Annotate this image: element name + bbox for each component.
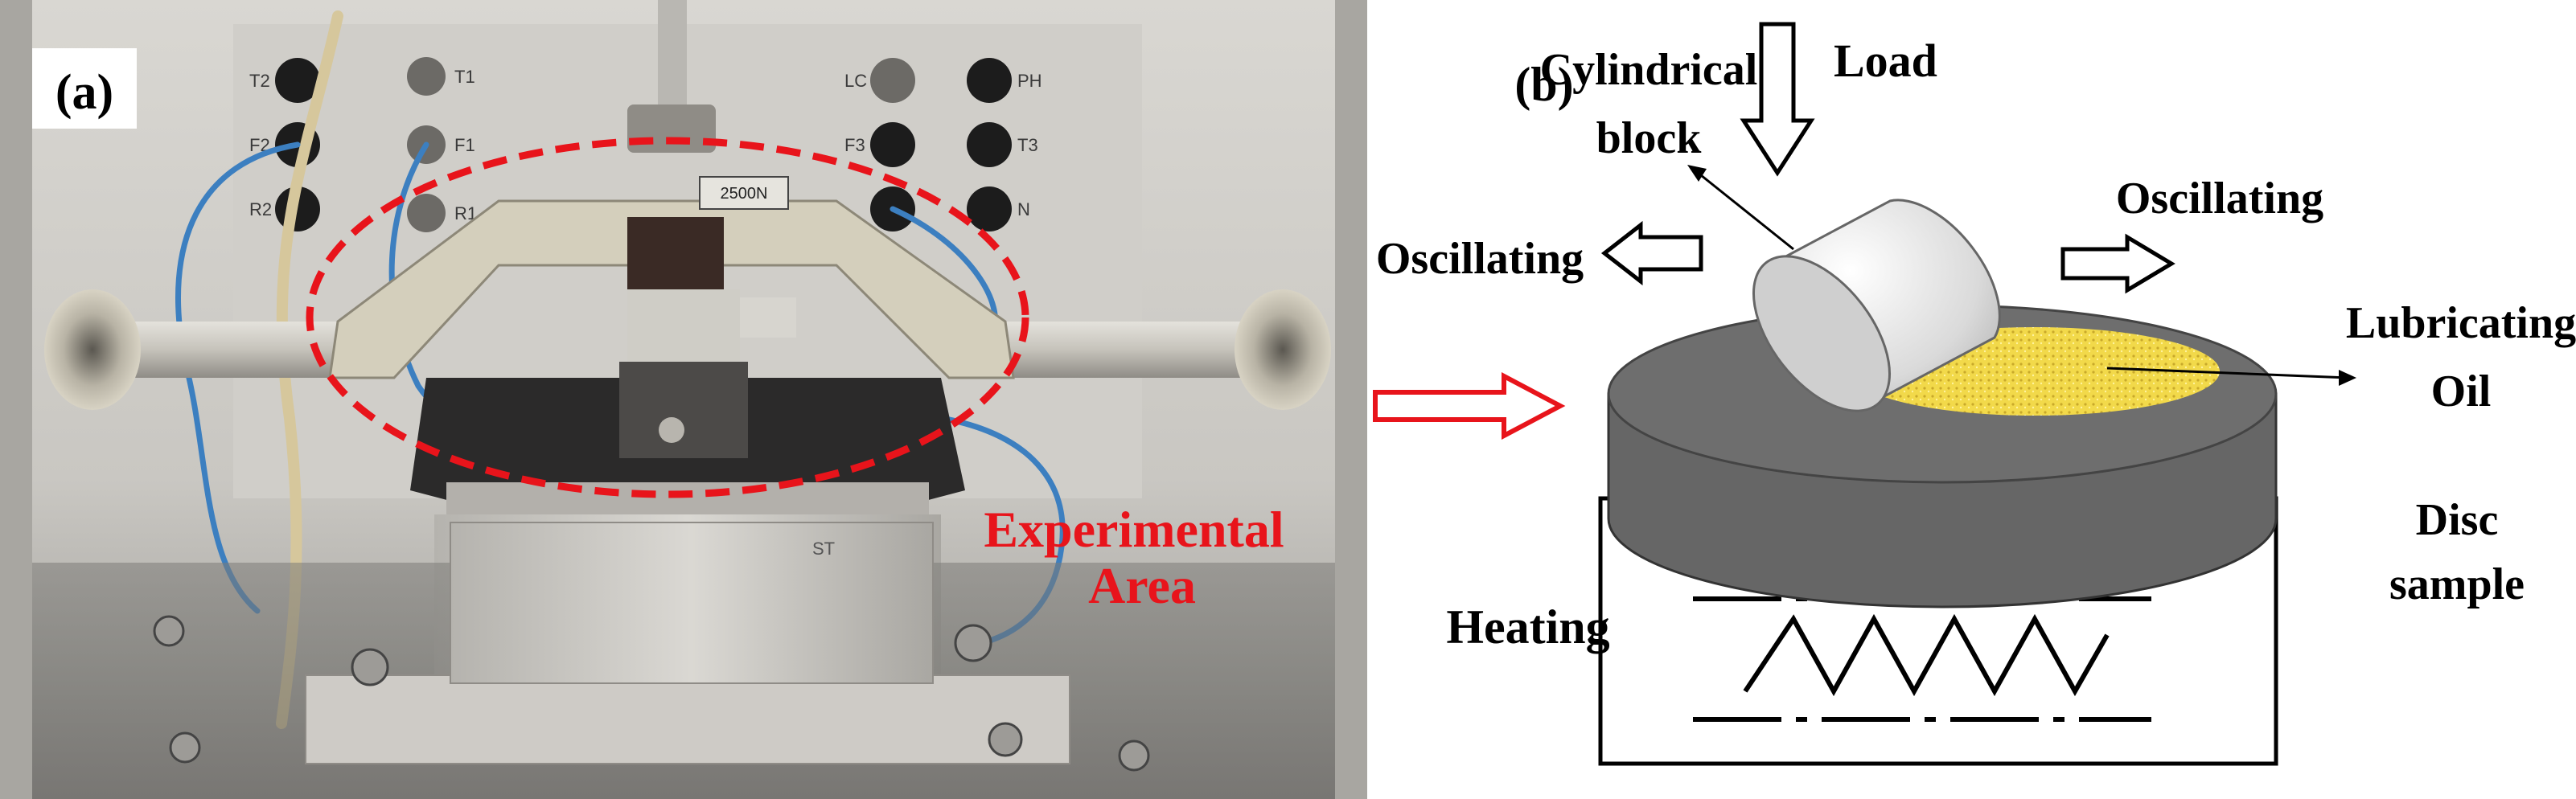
experimental-area-label-line2: Area <box>1088 557 1196 614</box>
cylindrical-block-label-line2: block <box>1596 113 1703 163</box>
specimen-holder-top <box>627 217 724 289</box>
socket-label-f3: F3 <box>844 135 865 155</box>
left-rod <box>105 322 370 378</box>
right-end-knob <box>1235 289 1331 410</box>
cylindrical-block-label-line1: Cylindrical <box>1540 45 1758 95</box>
panel-a-label: (a) <box>55 65 113 120</box>
pedestal-column <box>450 522 934 684</box>
lubricating-oil-label-line2: Oil <box>2431 367 2492 416</box>
left-end-knob <box>44 289 141 410</box>
schematic-diagram: (b) Heating Load Cylindrical block Oscil… <box>1376 22 2576 766</box>
cylindrical-block-leader-head <box>1687 165 1707 182</box>
load-cell-plate <box>699 176 789 210</box>
panel-connector-arrow <box>1373 372 1566 440</box>
socket-label-t1: T1 <box>454 67 475 87</box>
specimen-screw <box>659 417 684 443</box>
disc-sample-label-line2: sample <box>2389 559 2525 609</box>
socket-label-r2: R2 <box>249 199 272 219</box>
oscillating-right-label: Oscillating <box>2116 174 2323 223</box>
cylindrical-block-leader <box>1692 167 1794 251</box>
oscillating-right-arrow <box>2060 233 2175 294</box>
experimental-area-label-line1: Experimental <box>984 501 1284 558</box>
lubricating-oil-leader <box>2106 367 2349 379</box>
pedestal-label: ST <box>812 539 835 559</box>
cabinet-frame-right <box>1335 0 1367 799</box>
lubricating-oil-label-line1: Lubricating <box>2346 298 2576 348</box>
socket-label-t3: T3 <box>1017 135 1038 155</box>
specimen-clamp-right <box>740 297 796 338</box>
floor-bolts <box>153 615 1150 772</box>
load-cell-label: 2500N <box>721 185 768 203</box>
specimen-block <box>619 362 748 458</box>
heating-element <box>1693 596 2151 722</box>
load-knurl <box>627 104 716 153</box>
experimental-photo: T2 T1 F2 F1 R2 R1 LC PH F3 T3 N 2500N <box>0 0 1367 799</box>
lubricating-oil-leader-head <box>2339 370 2356 386</box>
heating-label: Heating <box>1446 600 1609 654</box>
oscillating-left-label: Oscillating <box>1376 234 1584 284</box>
socket-label-lc: LC <box>844 71 867 91</box>
pedestal-foot-front <box>305 674 1070 764</box>
load-arch <box>328 199 1015 379</box>
specimen-holder-body <box>627 289 740 362</box>
cylindrical-block <box>1752 199 2001 412</box>
load-label: Load <box>1834 35 1937 87</box>
load-arrow <box>1740 22 1815 177</box>
oscillating-left-arrow <box>1600 220 1703 286</box>
socket-label-n: N <box>1017 199 1030 219</box>
experimental-area-marker <box>306 137 1029 498</box>
load-rod <box>658 0 687 113</box>
cabinet-frame-left <box>0 0 32 799</box>
socket-label-f1: F1 <box>454 135 475 155</box>
disc-sample-label-line1: Disc <box>2416 495 2499 545</box>
socket-label-t2: T2 <box>249 71 270 91</box>
panel-a-label-box <box>32 48 137 129</box>
socket-label-ph: PH <box>1017 71 1042 91</box>
panel-b-label: (b) <box>1514 58 1573 111</box>
